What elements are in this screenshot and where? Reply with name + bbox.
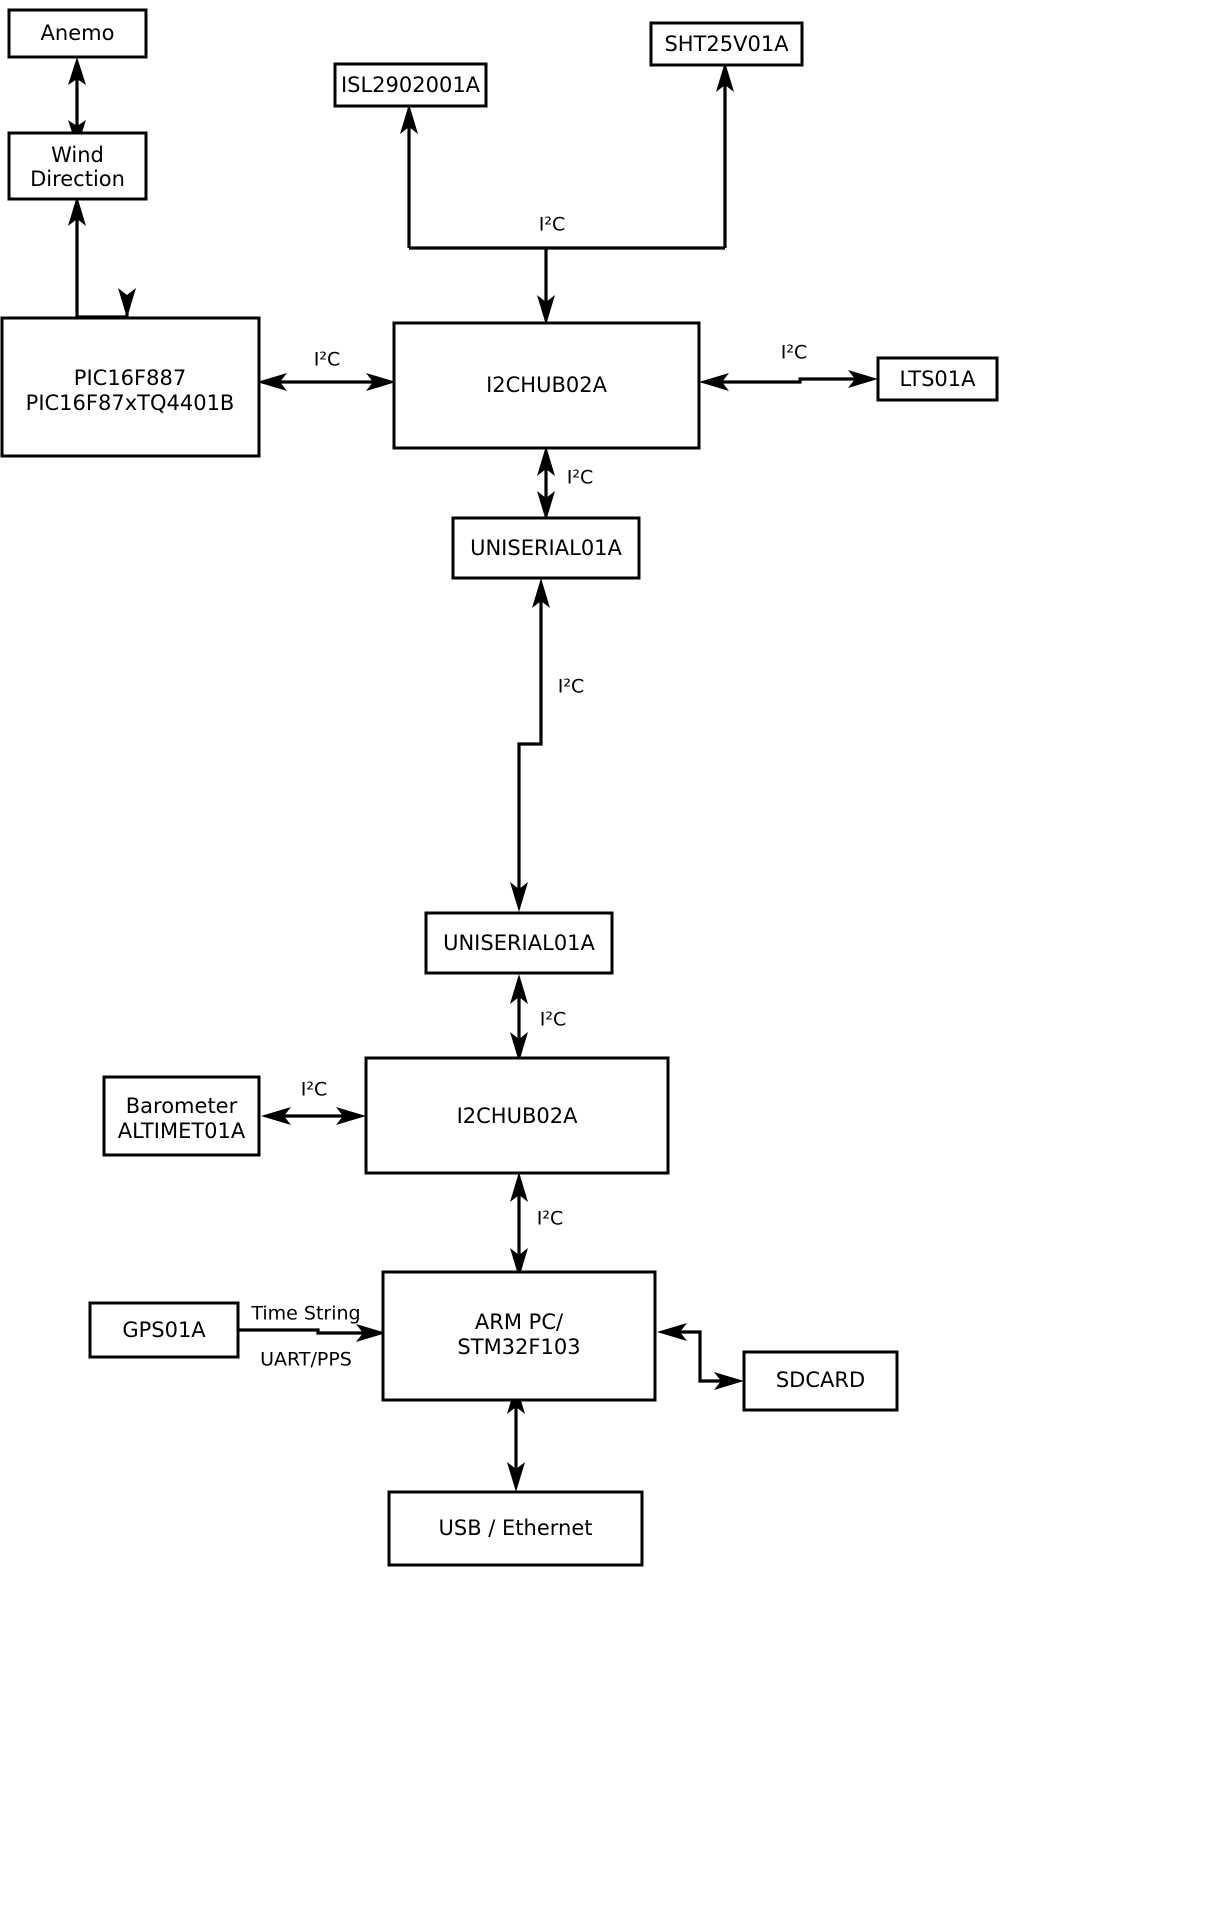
arrow-head-left <box>257 373 287 391</box>
node-label-pic-line2: PIC16F87xTQ4401B <box>26 391 235 415</box>
edge-uniserial1-uniserial2 <box>510 578 550 912</box>
node-label-pic-line1: PIC16F887 <box>74 366 186 390</box>
edge-label-uart-pps: UART/PPS <box>260 1349 352 1371</box>
node-sht25v01a[interactable]: SHT25V01A <box>649 21 804 67</box>
edge-label-time-string: Time String <box>250 1303 360 1325</box>
arrow-head-up <box>532 578 550 608</box>
node-label-i2chub02a-bottom: I2CHUB02A <box>457 1104 579 1128</box>
node-sdcard[interactable]: SDCARD <box>742 1350 899 1412</box>
node-isl2902001a[interactable]: ISL2902001A <box>333 62 488 108</box>
edge-gps-armpc <box>239 1324 386 1342</box>
node-label-uniserial01a-bottom: UNISERIAL01A <box>443 931 595 955</box>
arrow-head-down <box>507 1462 525 1492</box>
edge-label-i2c-hub-armpc: I²C <box>537 1208 564 1230</box>
arrow-head-right <box>356 1324 386 1342</box>
edge-i2c-bus-top <box>400 62 734 325</box>
edge-label-i2c-bus-top: I²C <box>539 214 566 236</box>
arrow-head-left <box>699 373 729 391</box>
node-label-barometer-line2: ALTIMET01A <box>118 1119 246 1143</box>
edge-hubtop-lts <box>699 370 878 391</box>
arrow-head-down <box>510 1248 528 1278</box>
arrow-head-left <box>261 1107 291 1125</box>
node-uniserial01a-top[interactable]: UNISERIAL01A <box>451 516 641 580</box>
arrow-head-down <box>118 288 136 318</box>
node-label-barometer-line1: Barometer <box>126 1094 238 1118</box>
edge-label-i2c-uniserial2-hub: I²C <box>540 1009 567 1031</box>
node-label-armpc-line1: ARM PC/ <box>475 1310 564 1334</box>
node-label-usb-ethernet: USB / Ethernet <box>439 1516 593 1540</box>
edge-label-i2c-hub-uniserial1: I²C <box>567 467 594 489</box>
arrow-head-right <box>848 370 878 388</box>
node-pic16f887[interactable]: PIC16F887 PIC16F87xTQ4401B <box>0 316 261 458</box>
edge-hubbottom-armpc <box>510 1172 528 1278</box>
arrow-head-right <box>714 1372 744 1390</box>
node-label-wind-direction-line2: Direction <box>30 167 125 191</box>
arrow-head-up <box>716 62 734 92</box>
node-lts01a[interactable]: LTS01A <box>876 356 999 402</box>
node-label-uniserial01a-top: UNISERIAL01A <box>470 536 622 560</box>
node-arm-pc-stm32f103[interactable]: ARM PC/ STM32F103 <box>381 1270 657 1402</box>
edge-label-i2c-barometer-hub: I²C <box>301 1079 328 1101</box>
edge-hubtop-uniserial1 <box>537 446 555 521</box>
arrow-head-down <box>510 882 528 912</box>
edge-label-i2c-pic-hub: I²C <box>314 349 341 371</box>
node-label-wind-direction-line1: Wind <box>51 143 104 167</box>
edge-armpc-sdcard <box>657 1323 744 1390</box>
node-i2chub02a-top[interactable]: I2CHUB02A <box>392 321 701 450</box>
arrow-head-up <box>400 104 418 134</box>
node-wind-direction[interactable]: Wind Direction <box>7 131 148 201</box>
arrow-head-up <box>537 446 555 476</box>
arrow-head-up <box>510 1172 528 1202</box>
edge-pic-hubtop <box>257 373 396 391</box>
arrow-head-down <box>537 295 555 325</box>
node-label-anemo: Anemo <box>41 21 115 45</box>
node-i2chub02a-bottom[interactable]: I2CHUB02A <box>364 1056 670 1175</box>
arrow-head-up <box>510 974 528 1004</box>
node-anemo[interactable]: Anemo <box>7 8 148 59</box>
node-label-isl2902001a: ISL2902001A <box>341 73 481 97</box>
node-usb-ethernet[interactable]: USB / Ethernet <box>387 1490 644 1567</box>
arrow-head-down <box>510 1032 528 1062</box>
edge-winddirection-pic <box>68 196 136 319</box>
edge-label-i2c-hub-lts: I²C <box>781 342 808 364</box>
node-barometer-altimet01a[interactable]: Barometer ALTIMET01A <box>102 1075 261 1157</box>
edge-label-i2c-uniserial-link: I²C <box>558 676 585 698</box>
arrow-head-right <box>366 373 396 391</box>
node-uniserial01a-bottom[interactable]: UNISERIAL01A <box>424 911 614 975</box>
node-gps01a[interactable]: GPS01A <box>88 1301 240 1359</box>
arrow-head-left <box>657 1323 687 1341</box>
node-label-sdcard: SDCARD <box>776 1368 865 1392</box>
arrow-head-right <box>336 1107 366 1125</box>
node-label-i2chub02a-top: I2CHUB02A <box>486 373 608 397</box>
arrow-head-down <box>537 491 555 521</box>
node-label-lts01a: LTS01A <box>899 367 976 391</box>
node-label-gps01a: GPS01A <box>122 1318 206 1342</box>
arrow-head-up <box>68 196 86 226</box>
edge-barometer-hubbottom <box>261 1107 366 1125</box>
node-label-sht25v01a: SHT25V01A <box>664 32 789 56</box>
arrow-head-up <box>68 57 86 85</box>
edge-uniserial2-hubbottom <box>510 974 528 1062</box>
node-label-armpc-line2: STM32F103 <box>457 1335 580 1359</box>
